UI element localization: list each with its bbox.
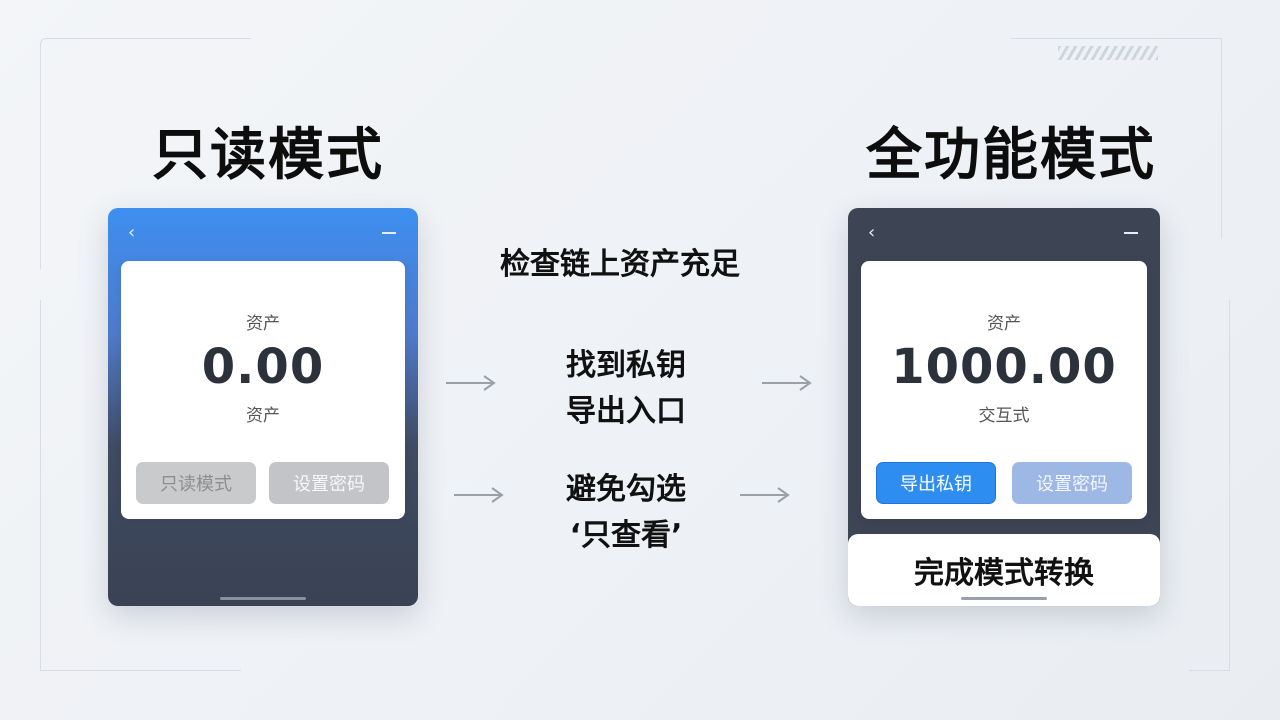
step-avoid-line1: 避免勾选	[566, 472, 686, 507]
full-function-phone: ‹ 资产 1000.00 交互式 导出私钥 设置密码 完成模式转换	[848, 208, 1160, 606]
step-avoid-line2: ‘只查看’	[569, 518, 683, 553]
asset-sub-label: 资产	[246, 406, 280, 426]
asset-value: 1000.00	[891, 339, 1117, 395]
decorative-frame-bottom-right	[1189, 300, 1230, 671]
asset-card: 资产 0.00 资产 只读模式 设置密码	[121, 261, 405, 519]
asset-sub-label: 交互式	[978, 406, 1030, 426]
set-password-button[interactable]: 设置密码	[1012, 462, 1132, 504]
asset-label: 资产	[246, 314, 280, 334]
home-indicator	[220, 597, 306, 600]
decorative-frame-bottom-left	[40, 300, 241, 671]
step-avoid-view-only: 避免勾选 ‘只查看’	[566, 467, 686, 559]
arrow-right-icon	[738, 485, 792, 505]
asset-value: 0.00	[201, 339, 325, 395]
readonly-phone: ‹ 资产 0.00 资产 只读模式 设置密码	[108, 208, 418, 606]
asset-card: 资产 1000.00 交互式 导出私钥 设置密码	[861, 261, 1147, 519]
full-mode-title: 全功能模式	[866, 123, 1156, 188]
decorative-frame-top-right	[1011, 38, 1222, 239]
decorative-hatch	[1058, 46, 1158, 60]
arrow-right-icon	[444, 373, 498, 393]
step-find-line1: 找到私钥	[566, 348, 686, 383]
decorative-frame-top-left	[40, 38, 251, 269]
back-icon[interactable]: ‹	[128, 222, 136, 243]
readonly-mode-title: 只读模式	[152, 123, 384, 188]
asset-label: 资产	[987, 314, 1021, 334]
minimize-icon[interactable]	[382, 232, 396, 234]
step-find-export: 找到私钥 导出入口	[566, 343, 686, 435]
arrow-right-icon	[760, 373, 814, 393]
readonly-mode-button[interactable]: 只读模式	[136, 462, 256, 504]
back-icon[interactable]: ‹	[868, 222, 876, 243]
step-find-line2: 导出入口	[566, 394, 686, 429]
step-check-assets: 检查链上资产充足	[500, 247, 740, 282]
arrow-right-icon	[452, 485, 506, 505]
set-password-button[interactable]: 设置密码	[269, 462, 389, 504]
complete-mode-panel: 完成模式转换	[848, 534, 1160, 606]
export-private-key-button[interactable]: 导出私钥	[876, 462, 996, 504]
minimize-icon[interactable]	[1124, 232, 1138, 234]
complete-mode-label: 完成模式转换	[914, 556, 1094, 591]
home-indicator	[961, 597, 1047, 600]
